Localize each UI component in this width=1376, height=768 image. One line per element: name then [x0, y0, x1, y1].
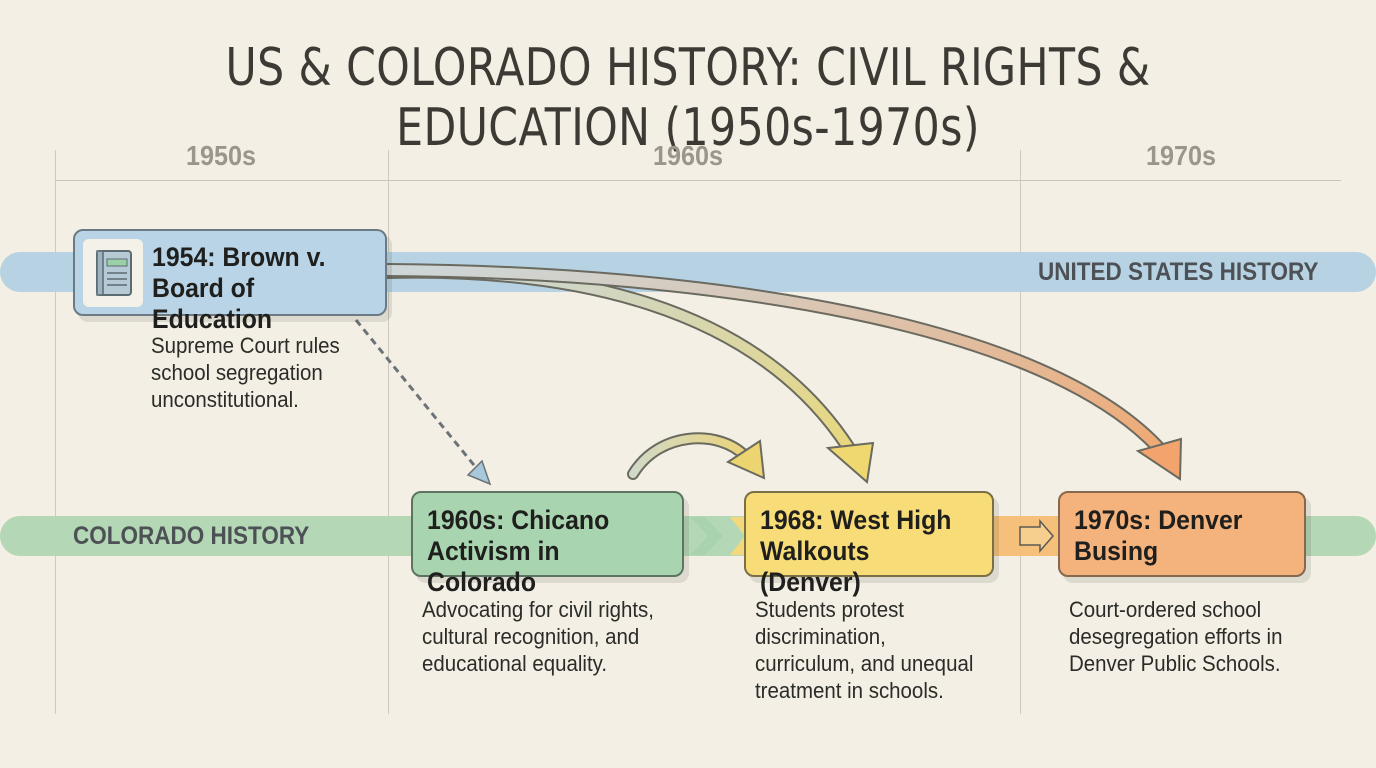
event-title-walkouts: 1968: West High Walkouts (Denver) [760, 505, 952, 597]
event-desc-brown: Supreme Court rules school segregation u… [151, 333, 340, 412]
book-icon [83, 239, 143, 307]
decade-label-1970s: 1970s [1145, 140, 1217, 171]
event-desc-busing: Court-ordered school desegregation effor… [1069, 597, 1283, 676]
colorado-history-label: COLORADO HISTORY [73, 522, 310, 550]
event-title-brown: 1954: Brown v. Board of Education [152, 242, 326, 334]
decade-label-1950s: 1950s [185, 140, 257, 171]
decade-label-1960s: 1960s [652, 140, 724, 171]
event-desc-chicano: Advocating for civil rights, cultural re… [422, 597, 654, 676]
event-title-busing: 1970s: Denver Busing [1074, 505, 1243, 566]
event-card-walkouts: 1968: West High Walkouts (Denver) [744, 491, 994, 597]
event-card-chicano: 1960s: Chicano Activism in Colorado [411, 491, 684, 597]
decade-divider [1020, 150, 1021, 714]
event-card-busing: 1970s: Denver Busing [1058, 491, 1306, 577]
decade-divider [55, 150, 56, 714]
timeline-header-rule [55, 180, 1341, 181]
event-title-chicano: 1960s: Chicano Activism in Colorado [427, 505, 610, 597]
event-card-brown: 1954: Brown v. Board of Education [73, 229, 387, 334]
us-history-label: UNITED STATES HISTORY [1038, 258, 1319, 286]
decade-divider [388, 150, 389, 714]
page-title: US & COLORADO HISTORY: CIVIL RIGHTS & ED… [225, 38, 1151, 158]
event-desc-walkouts: Students protest discrimination, curricu… [755, 597, 974, 703]
